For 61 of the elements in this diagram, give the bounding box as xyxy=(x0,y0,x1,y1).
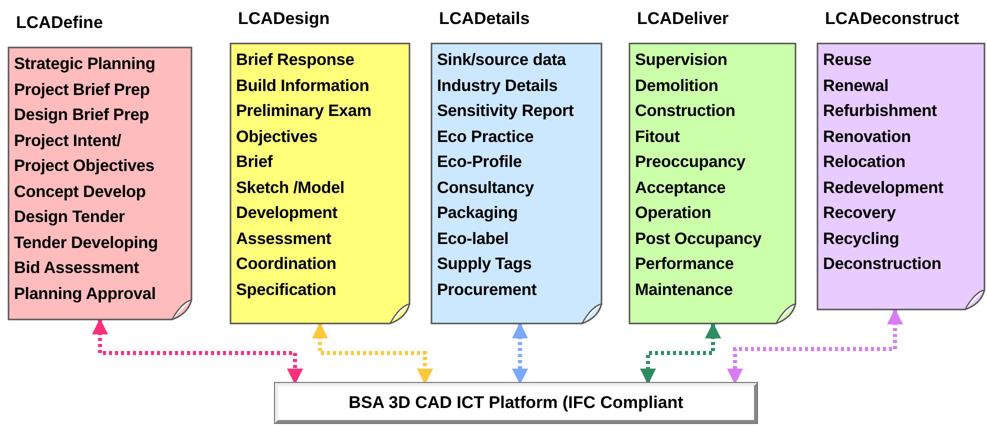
list-item: Recycling xyxy=(823,228,900,250)
list-item: Supervision xyxy=(635,50,728,71)
list-item: Consultancy xyxy=(437,178,535,198)
list-item: Objectives xyxy=(236,126,318,148)
list-item: Eco-label xyxy=(437,228,510,250)
platform-label: BSA 3D CAD ICT Platform (IFC Compliant xyxy=(348,392,684,414)
list-item: Maintenance xyxy=(635,280,734,300)
list-item: Development xyxy=(236,203,338,224)
list-item: Renewal xyxy=(823,76,890,96)
list-item: Sketch /Model xyxy=(236,178,346,198)
list-item: Project Objectives xyxy=(14,156,156,177)
list-item: Specification xyxy=(236,280,338,300)
list-item: Procurement xyxy=(437,280,538,300)
list-item: Redevelopment xyxy=(823,178,944,198)
list-item: Project Brief Prep xyxy=(14,80,151,100)
list-item: Bid Assessment xyxy=(14,258,140,279)
list-item: Renovation xyxy=(823,126,912,148)
list-item: Project Intent/ xyxy=(14,130,122,152)
list-item: Operation xyxy=(635,203,712,224)
list-item: Design Brief Prep xyxy=(14,105,150,126)
list-item: Recovery xyxy=(823,203,897,224)
dotted-double-arrow xyxy=(512,322,528,385)
list-item: Build Information xyxy=(236,76,370,96)
list-item: Design Tender xyxy=(14,207,126,228)
list-item: Strategic Planning xyxy=(14,54,156,75)
list-item: Relocation xyxy=(823,152,906,173)
column-heading: LCADefine xyxy=(16,12,103,34)
list-item: Preliminary Exam xyxy=(236,101,372,122)
dotted-double-arrow xyxy=(92,318,303,385)
list-item: Sink/source data xyxy=(437,50,568,71)
dotted-double-arrow xyxy=(312,322,433,385)
list-item: Post Occupancy xyxy=(635,228,762,250)
column-heading: LCADeconstruct xyxy=(825,8,960,30)
list-item: Preoccupancy xyxy=(635,152,746,173)
list-item: Brief Response xyxy=(236,50,356,71)
list-item: Tender Developing xyxy=(14,232,159,254)
list-item: Concept Develop xyxy=(14,182,147,202)
list-item: Acceptance xyxy=(635,178,727,198)
list-item: Supply Tags xyxy=(437,254,533,275)
dotted-double-arrow xyxy=(640,322,721,385)
column-heading: LCADetails xyxy=(439,8,530,30)
list-item: Eco Practice xyxy=(437,126,535,148)
list-item: Refurbishment xyxy=(823,101,938,122)
list-item: Planning Approval xyxy=(14,284,157,304)
list-item: Sensitivity Report xyxy=(437,101,575,122)
dotted-double-arrow xyxy=(727,308,903,385)
list-item: Performance xyxy=(635,254,735,275)
list-item: Coordination xyxy=(236,254,338,275)
list-item: Brief xyxy=(236,152,274,173)
list-item: Deconstruction xyxy=(823,254,942,275)
column-heading: LCADeliver xyxy=(637,8,729,30)
platform-box xyxy=(275,383,757,423)
list-item: Construction xyxy=(635,101,736,122)
list-item: Fitout xyxy=(635,126,681,148)
list-item: Industry Details xyxy=(437,76,559,96)
list-item: Eco-Profile xyxy=(437,152,523,173)
column-heading: LCADesign xyxy=(238,8,330,30)
list-item: Packaging xyxy=(437,203,519,224)
list-item: Assessment xyxy=(236,228,332,250)
list-item: Reuse xyxy=(823,50,873,71)
list-item: Demolition xyxy=(635,76,720,96)
